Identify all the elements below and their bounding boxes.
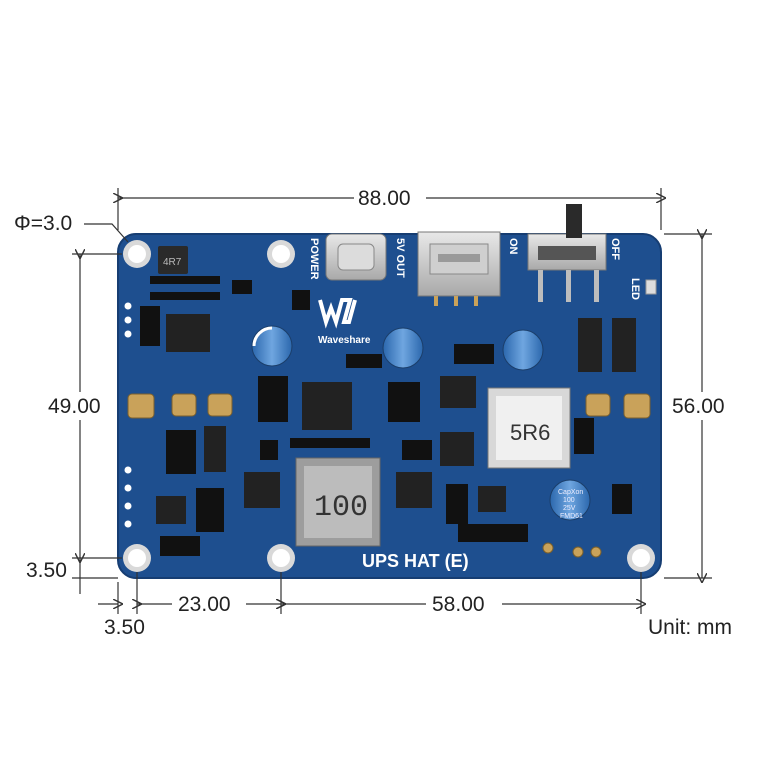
- mounting-hole-bottom-mid: [267, 544, 295, 572]
- inductor-small-label: 4R7: [163, 257, 182, 268]
- mounting-hole-bottom-right: [627, 544, 655, 572]
- ic-chip: [244, 472, 280, 508]
- ic-chip: [478, 486, 506, 512]
- mounting-hole-top-left: [123, 240, 151, 268]
- ic-chip: [156, 496, 186, 524]
- mounting-hole-top-mid: [267, 240, 295, 268]
- dimension-hole-vertical: 49.00: [48, 395, 101, 418]
- led: [645, 279, 657, 295]
- inductor-small: [158, 246, 188, 274]
- usb-out-label: 5V OUT: [394, 238, 406, 278]
- mounting-hole-bottom-left: [123, 544, 151, 572]
- power-label: POWER: [308, 238, 320, 280]
- ic-chip: [612, 318, 636, 372]
- inductor-100: [295, 457, 381, 547]
- led-label: LED: [629, 278, 641, 300]
- dimension-edge-bottom: 3.50: [26, 559, 67, 582]
- dimension-hole-offset: 23.00: [178, 593, 231, 616]
- inductor-100-label: 100: [314, 491, 368, 525]
- brand-label: Waveshare: [318, 335, 371, 346]
- capacitor: [251, 325, 293, 367]
- battery-terminal: [127, 393, 651, 419]
- capacitor-text-line3: 25V: [563, 505, 576, 512]
- smd-components: [140, 276, 632, 556]
- ic-chip: [166, 314, 210, 352]
- power-switch: [527, 204, 607, 302]
- ic-chip: [440, 432, 474, 466]
- inductor-5r6: [487, 387, 571, 469]
- pogo-pins: [542, 542, 602, 558]
- unit-label: Unit: mm: [648, 616, 732, 639]
- pcb-board: Waveshare POWER 5V OUT ON OFF LED 4R7: [117, 204, 662, 579]
- capacitor-text-line2: 100: [563, 497, 575, 504]
- dimension-height: 56.00: [672, 395, 725, 418]
- pin-header-left: [124, 302, 132, 528]
- inductor-5r6-label: 5R6: [510, 420, 550, 445]
- switch-on-label: ON: [507, 238, 519, 255]
- ic-chip: [396, 472, 432, 508]
- dimension-width: 88.00: [358, 187, 411, 210]
- capacitor-text-line4: FMD61: [560, 513, 583, 520]
- capacitor: [382, 327, 424, 369]
- ic-chip: [204, 426, 226, 472]
- switch-off-label: OFF: [609, 238, 621, 260]
- ic-chip: [578, 318, 602, 372]
- product-label: UPS HAT (E): [362, 551, 469, 571]
- usb-c-port: [325, 233, 387, 281]
- waveshare-logo: [318, 298, 357, 329]
- dimension-hole-horizontal: 58.00: [432, 593, 485, 616]
- dimension-edge-left: 3.50: [104, 616, 145, 639]
- ic-chip: [302, 382, 352, 430]
- capacitor: [549, 479, 591, 521]
- capacitor-text-line1: CapXon: [558, 489, 583, 496]
- capacitor: [502, 329, 544, 371]
- dimension-hole-diameter: Φ=3.0: [14, 212, 72, 235]
- usb-a-port: [417, 231, 501, 306]
- ic-chip: [440, 376, 476, 408]
